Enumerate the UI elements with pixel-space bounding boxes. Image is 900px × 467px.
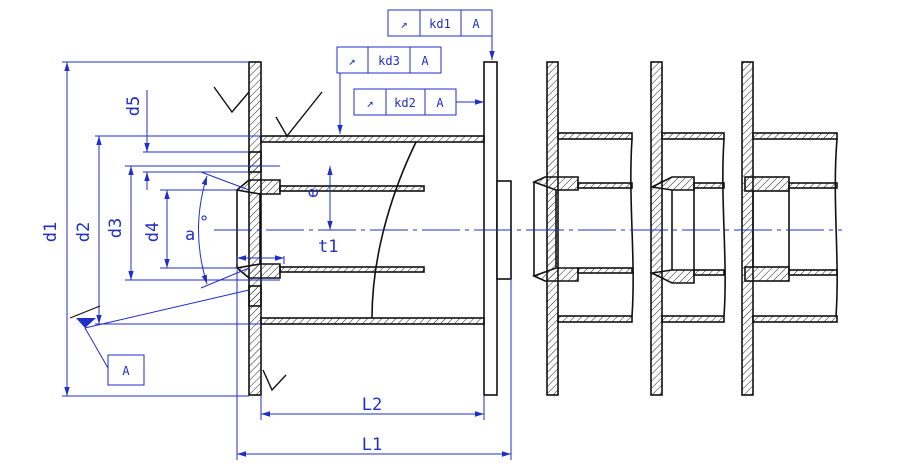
kd1-tolerance: kd1 — [429, 17, 451, 31]
inner-pipe-top — [279, 185, 425, 192]
kd3-runout-icon: ↗ — [348, 54, 355, 68]
kd2-runout-icon: ↗ — [366, 96, 373, 110]
kd1-datum: A — [472, 17, 480, 31]
inner-pipe-bottom — [279, 266, 425, 273]
variant-view-2 — [649, 61, 726, 396]
frame-kd1: ↗ kd1 A — [387, 9, 493, 37]
label-L1: L1 — [362, 435, 382, 455]
label-d4: d4 — [143, 222, 163, 242]
label-degree: ° — [199, 213, 209, 233]
main-part — [235, 61, 512, 396]
insert-top — [235, 179, 281, 195]
insert-bottom — [235, 263, 281, 279]
datum-leader-tick — [69, 305, 101, 319]
label-t1: t1 — [318, 237, 338, 257]
label-d3: d3 — [106, 218, 126, 238]
datum-label: A — [122, 364, 130, 378]
left-flange-wall — [248, 61, 262, 396]
datum-box: A — [107, 354, 145, 386]
frame-kd2: ↗ kd2 A — [353, 88, 457, 116]
surface-finish-symbols — [213, 86, 323, 392]
variant-view-1 — [531, 61, 634, 396]
label-d1: d1 — [41, 222, 61, 242]
kd3-tolerance: kd3 — [378, 54, 400, 68]
label-L2: L2 — [362, 395, 382, 415]
variant-view-3 — [741, 61, 838, 396]
kd1-runout-icon: ↗ — [400, 17, 407, 31]
label-d2: d2 — [74, 222, 94, 242]
datum-triangle — [76, 318, 96, 328]
label-a: a — [185, 225, 195, 245]
right-flange-plate — [483, 61, 498, 396]
kd2-tolerance: kd2 — [394, 96, 416, 110]
kd3-datum: A — [421, 54, 429, 68]
break-line — [371, 141, 417, 319]
outer-cylinder-top — [260, 135, 485, 143]
kd2-datum: A — [436, 96, 444, 110]
frame-kd3: ↗ kd3 A — [336, 46, 442, 74]
label-e: e — [303, 188, 323, 198]
dimension-lines — [62, 35, 512, 460]
outer-cylinder-bottom — [260, 317, 485, 325]
label-d5: d5 — [124, 96, 144, 116]
